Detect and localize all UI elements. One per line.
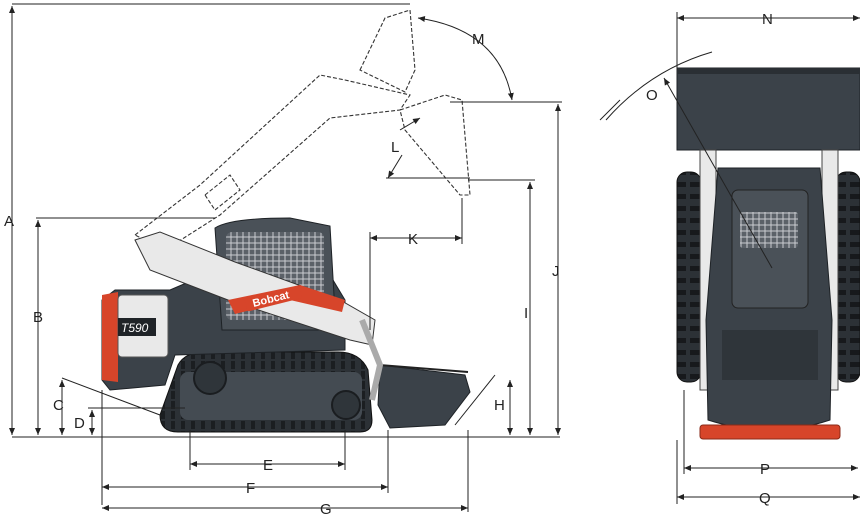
- bucket: [377, 364, 471, 429]
- label-M: M: [472, 31, 485, 48]
- model-badge: T590: [121, 321, 149, 335]
- label-I: I: [524, 305, 528, 322]
- raised-lift-arm-outline: [133, 9, 471, 251]
- label-A: A: [4, 213, 14, 230]
- dim-O-radius: [663, 77, 773, 269]
- label-G: G: [320, 501, 332, 518]
- label-O: O: [646, 87, 658, 104]
- brand-decal: [244, 285, 302, 312]
- side-dimension-lines: [9, 3, 562, 512]
- label-J: J: [552, 263, 560, 280]
- label-L: L: [391, 139, 399, 156]
- side-view: T590 Bobcat: [4, 3, 562, 518]
- label-Q: Q: [759, 490, 771, 507]
- front-roof-mesh: [740, 212, 798, 248]
- model-badge-plate: [118, 318, 156, 336]
- label-C: C: [53, 397, 64, 414]
- front-cab-window: [731, 189, 809, 309]
- left-track: [676, 171, 702, 383]
- dim-C-angle: [61, 377, 161, 416]
- lift-arm: [134, 231, 376, 346]
- label-B: B: [33, 309, 43, 326]
- idler-wheel: [331, 390, 361, 420]
- drive-sprocket: [193, 361, 227, 395]
- bucket-arm-link: [359, 318, 384, 401]
- dim-O-curve: [605, 51, 713, 121]
- right-track: [835, 171, 860, 383]
- label-H: H: [494, 397, 505, 414]
- label-K: K: [408, 231, 418, 248]
- label-D: D: [74, 415, 85, 432]
- label-E: E: [263, 457, 273, 474]
- front-hood: [722, 330, 818, 380]
- dim-H-angle: [454, 374, 496, 426]
- dim-L-arrow: [387, 154, 403, 179]
- label-F: F: [246, 480, 255, 497]
- dim-M-arc: [417, 16, 514, 101]
- front-rear-bumper: [699, 424, 841, 440]
- dim-L-upper: [399, 117, 421, 131]
- front-bucket-rim: [677, 68, 860, 74]
- label-P: P: [760, 461, 770, 478]
- front-bucket: [676, 67, 860, 151]
- dim-O-arc: [599, 99, 621, 121]
- bucket-lip: [379, 364, 469, 373]
- front-dimension-lines: [599, 12, 860, 504]
- front-view: N O P Q: [599, 11, 860, 507]
- rear-grille: [102, 292, 118, 382]
- label-N: N: [762, 11, 773, 28]
